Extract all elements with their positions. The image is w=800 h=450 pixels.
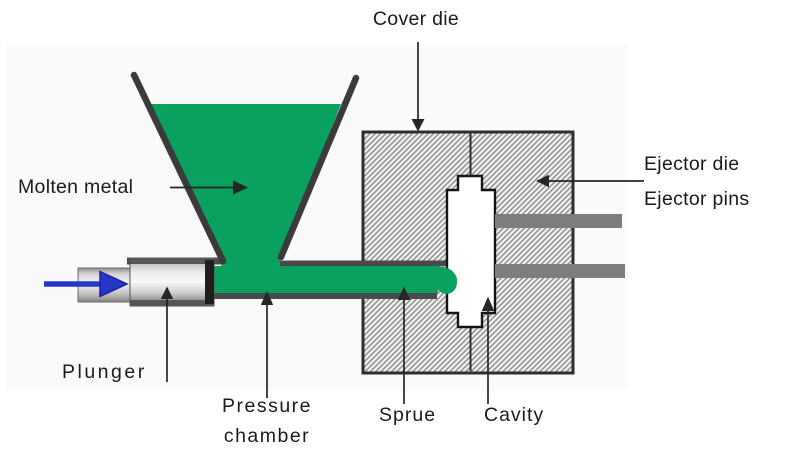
- label-pressure-chamber-line1: Pressure: [221, 395, 313, 417]
- label-plunger: Plunger: [62, 361, 147, 383]
- label-molten-metal: Molten metal: [18, 176, 134, 198]
- plunger-body-bottom-edge: [130, 300, 214, 306]
- cover-die-arrow: [411, 42, 425, 132]
- molten-metal-arrow: [170, 180, 248, 195]
- hopper-wall-left: [130, 71, 227, 265]
- plunger-body-top-edge: [130, 258, 214, 264]
- plunger-face: [205, 260, 214, 304]
- sprue-arrow: [397, 286, 411, 404]
- ejector-pin-1: [495, 214, 622, 228]
- pressure-chamber-arrow: [260, 291, 274, 398]
- label-cover-die: Cover die: [372, 8, 460, 30]
- label-ejector-pins: Ejector pins: [644, 188, 750, 210]
- plunger-arrow: [160, 286, 174, 382]
- label-cavity: Cavity: [484, 404, 545, 426]
- hopper-wall-right: [277, 74, 360, 261]
- channel-wall-bottom: [127, 292, 437, 299]
- ejector-die-arrow: [536, 174, 644, 188]
- label-pressure-chamber-line2: chamber: [223, 425, 311, 447]
- sprue-channel-hook: [436, 266, 458, 294]
- label-ejector-die: Ejector die: [644, 153, 740, 175]
- cavity-shape: [445, 174, 497, 329]
- label-pressure-chamber: Pressure chamber: [197, 391, 337, 450]
- plunger-motion-arrow-head: [99, 270, 129, 298]
- label-sprue: Sprue: [379, 404, 437, 426]
- channel-wall-top: [280, 260, 447, 266]
- ejector-pin-2: [495, 264, 625, 278]
- pressure-chamber-metal: [210, 266, 438, 293]
- cavity-arrow: [481, 296, 495, 404]
